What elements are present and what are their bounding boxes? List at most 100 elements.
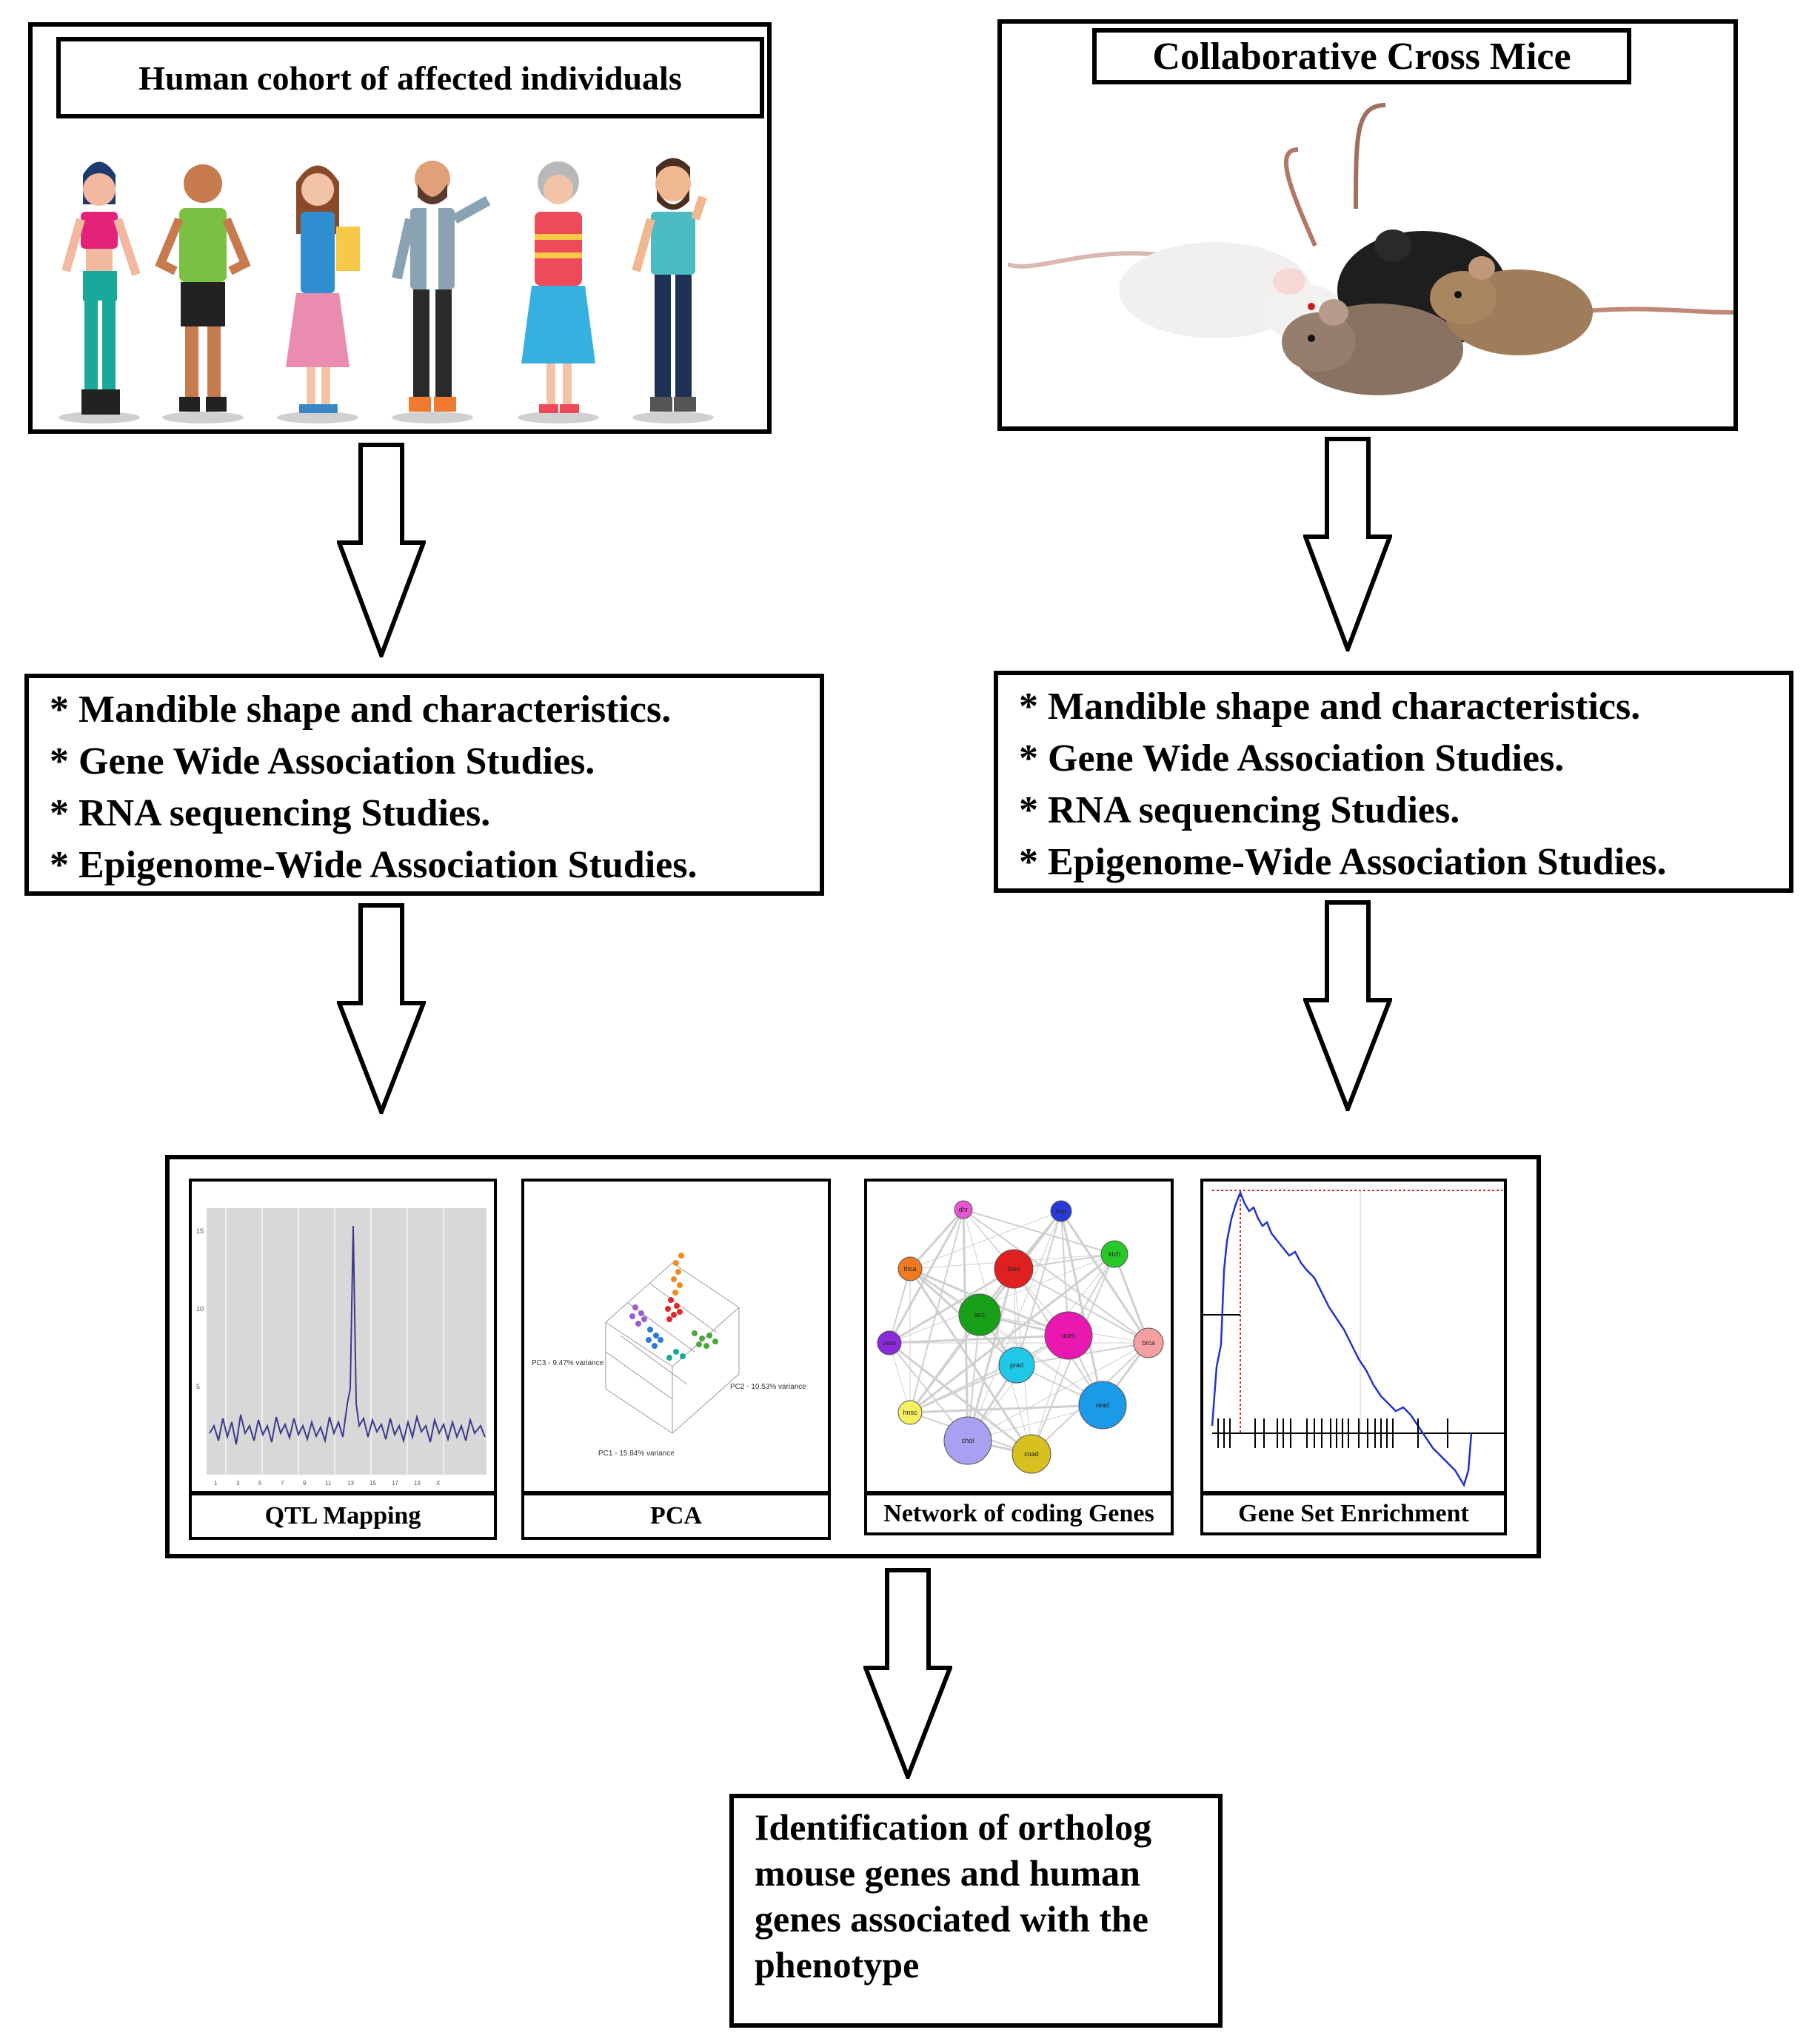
- network-edge: [1016, 1210, 1062, 1366]
- gsea-hit-ticks: [1217, 1418, 1448, 1448]
- pca-panel: PC3 - 9.47% variance PC2 - 10.53% varian…: [521, 1179, 831, 1494]
- person-3-figure: [286, 165, 360, 413]
- svg-text:19: 19: [414, 1480, 421, 1487]
- study-item: * Mandible shape and characteristics.: [50, 688, 672, 731]
- svg-text:17: 17: [392, 1480, 398, 1487]
- pca-axis-pc3: PC3 - 9.47% variance: [532, 1359, 604, 1367]
- study-item: * Gene Wide Association Studies.: [50, 740, 595, 783]
- pca-3d-scatter-icon: PC3 - 9.47% variance PC2 - 10.53% varian…: [532, 1253, 806, 1458]
- person-4-figure: [392, 161, 491, 412]
- pca-cluster-orange: [671, 1253, 684, 1296]
- svg-text:10: 10: [196, 1305, 204, 1313]
- network-panel: dhr hsp thca bleo kich acc ucec brca cesc prad hns…: [864, 1179, 1174, 1494]
- network-node: [1078, 1381, 1127, 1430]
- network-node-label: hsp: [1056, 1207, 1067, 1215]
- network-node-label: ucec: [1061, 1332, 1076, 1339]
- network-node-label: thca: [903, 1265, 916, 1273]
- network-node-label: coad: [1024, 1450, 1039, 1458]
- network-node: [1100, 1240, 1128, 1268]
- network-caption: Network of coding Genes: [864, 1492, 1174, 1535]
- down-arrow-icon: [1303, 437, 1392, 651]
- studies-human-box: * Mandible shape and characteristics. * …: [24, 674, 824, 896]
- pca-axis-pc1: PC1 - 15.84% variance: [598, 1450, 675, 1458]
- study-item: * Mandible shape and characteristics.: [1019, 686, 1641, 728]
- network-node: [897, 1256, 923, 1281]
- network-edge: [909, 1335, 1069, 1413]
- network-node: [943, 1416, 992, 1465]
- study-item: * Epigenome-Wide Association Studies.: [50, 844, 698, 886]
- gsea-caption: Gene Set Enrichment: [1200, 1492, 1507, 1535]
- network-edge: [1013, 1268, 1149, 1344]
- result-line: phenotype: [755, 1944, 920, 1986]
- network-node-label: dhr: [958, 1206, 968, 1213]
- network-edge: [889, 1267, 1014, 1344]
- result-box: Identification of ortholog mouse genes a…: [729, 1794, 1223, 2028]
- mice-title: Collaborative Cross Mice: [1092, 28, 1631, 84]
- gsea-panel: [1200, 1179, 1507, 1494]
- pca-cluster-red: [665, 1297, 683, 1322]
- network-node: [1050, 1200, 1072, 1222]
- network-edge: [889, 1341, 1032, 1455]
- svg-text:15: 15: [370, 1480, 376, 1487]
- brown-mouse-front: [1282, 299, 1463, 395]
- qtl-caption: QTL Mapping: [189, 1492, 497, 1540]
- result-line: Identification of ortholog: [755, 1806, 1152, 1848]
- svg-text:3: 3: [236, 1480, 240, 1487]
- network-edge: [889, 1253, 1115, 1344]
- network-edge: [889, 1334, 1069, 1344]
- network-node-label: acc: [974, 1311, 986, 1318]
- svg-text:5: 5: [196, 1383, 200, 1390]
- network-node-label: read: [1096, 1401, 1109, 1409]
- mice-photo-icon: [1008, 103, 1733, 395]
- network-edge: [966, 1268, 1015, 1441]
- network-node: [994, 1249, 1034, 1289]
- network-edge: [889, 1268, 911, 1344]
- network-node: [954, 1200, 973, 1219]
- svg-text:1: 1: [214, 1480, 218, 1487]
- network-node: [1133, 1327, 1164, 1358]
- study-item: * RNA sequencing Studies.: [50, 792, 491, 834]
- brown-mouse-right: [1430, 256, 1593, 355]
- network-edge: [909, 1208, 965, 1270]
- human-cohort-panel: Human cohort of affected individuals: [28, 22, 772, 434]
- network-node-label: hnsc: [903, 1409, 917, 1416]
- qtl-trace: [209, 1225, 486, 1445]
- network-edge: [909, 1404, 1103, 1414]
- network-node-label: brca: [1142, 1339, 1155, 1347]
- person-2-figure: [155, 164, 251, 412]
- gsea-enrichment-curve: [1211, 1190, 1473, 1488]
- person-6-figure: [632, 158, 707, 412]
- studies-mouse-box: * Mandible shape and characteristics. * …: [994, 671, 1793, 893]
- network-node: [877, 1330, 902, 1356]
- study-item: * Gene Wide Association Studies.: [1019, 737, 1565, 780]
- network-edge: [963, 1209, 1149, 1344]
- network-edge: [1113, 1253, 1150, 1344]
- network-edge: [967, 1210, 1062, 1441]
- pca-cluster-blue: [646, 1327, 663, 1349]
- network-edge: [1060, 1210, 1104, 1406]
- network-node-label: cesc: [883, 1339, 897, 1347]
- mice-panel: Collaborative Cross Mice: [997, 19, 1738, 431]
- person-5-figure: [521, 161, 595, 413]
- network-node-label: chol: [962, 1437, 974, 1444]
- enrichment-plot-icon: [1203, 1190, 1504, 1488]
- network-node-label: prad: [1010, 1361, 1023, 1369]
- network-edge: [909, 1268, 1033, 1455]
- svg-text:5: 5: [258, 1480, 262, 1487]
- svg-text:11: 11: [325, 1480, 332, 1487]
- down-arrow-icon: [863, 1568, 952, 1779]
- network-edge: [909, 1210, 1062, 1270]
- result-line: genes associated with the: [755, 1898, 1148, 1940]
- down-arrow-icon: [337, 443, 426, 657]
- svg-text:15: 15: [196, 1227, 204, 1235]
- svg-text:13: 13: [347, 1480, 354, 1487]
- down-arrow-icon: [337, 903, 426, 1114]
- network-node-label: bleo: [1007, 1265, 1020, 1273]
- network-node-label: kich: [1109, 1250, 1120, 1258]
- network-node: [958, 1293, 1001, 1336]
- white-mouse: [1119, 242, 1345, 341]
- svg-text:7: 7: [281, 1480, 284, 1487]
- network-node: [897, 1400, 923, 1425]
